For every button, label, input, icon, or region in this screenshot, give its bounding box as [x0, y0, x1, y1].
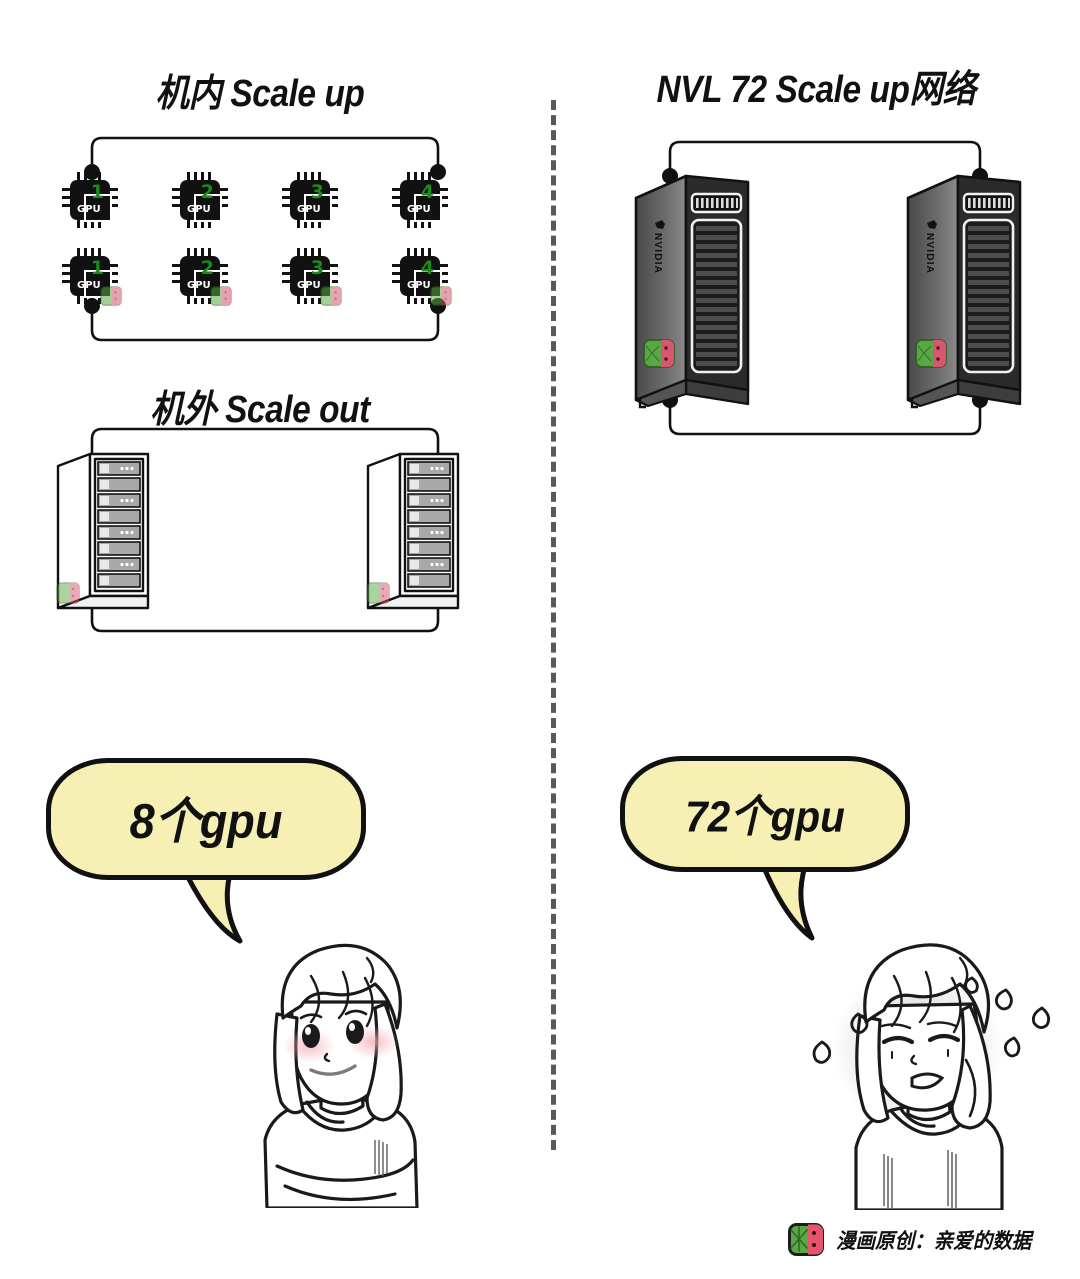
title-nvl72: NVL 72 Scale up网络 [656, 69, 976, 111]
speech-bubble-text: 8个gpu [129, 795, 283, 850]
gpu-label: GPU [187, 204, 211, 215]
watermelon-icon [643, 339, 675, 368]
gpu-chip[interactable]: 4 GPU [392, 172, 448, 228]
gpu-label: GPU [187, 280, 211, 291]
character-confident [263, 943, 419, 1208]
watermelon-icon [915, 339, 947, 368]
watermelon-icon [100, 286, 122, 306]
sweat-drop [1003, 1036, 1021, 1058]
sweat-drop [995, 988, 1013, 1011]
gpu-number: 4 [420, 257, 434, 279]
nvidia-logo: NVIDIA [652, 220, 665, 274]
server-rack[interactable] [48, 448, 158, 623]
gpu-chip[interactable]: 2 GPU [172, 248, 232, 306]
nvidia-logo: NVIDIA [924, 220, 937, 274]
gpu-label: GPU [77, 204, 101, 215]
gpu-number: 3 [310, 257, 324, 279]
gpu-number: 1 [90, 181, 104, 203]
gpu-chip[interactable]: 2 GPU [172, 172, 228, 228]
gpu-chip[interactable]: 3 GPU [282, 172, 338, 228]
watermelon-icon [210, 286, 232, 306]
nvidia-brand-text: NVIDIA [652, 233, 663, 274]
gpu-number: 2 [200, 257, 214, 279]
nvidia-brand-text: NVIDIA [924, 233, 935, 274]
gpu-chip[interactable]: 1 GPU [62, 172, 118, 228]
gpu-chip[interactable]: 1 GPU [62, 248, 122, 306]
gpu-number: 4 [420, 181, 434, 203]
watermelon-icon [366, 582, 390, 604]
watermelon-icon [320, 286, 342, 306]
character-overwhelmed [812, 943, 1051, 1210]
speech-bubble-text: 72个gpu [685, 792, 845, 842]
column-divider [551, 100, 556, 1150]
gpu-label: GPU [407, 280, 431, 291]
gpu-chip[interactable]: 3 GPU [282, 248, 342, 306]
gpu-label: GPU [297, 280, 321, 291]
gpu-grid-brackets [84, 136, 446, 342]
sweat-drop [964, 976, 979, 994]
gpu-number: 2 [200, 181, 214, 203]
credit-block: 漫画原创：亲爱的数据 [788, 1223, 1046, 1256]
gpu-label: GPU [407, 204, 431, 215]
gpu-chip[interactable]: 4 GPU [392, 248, 452, 306]
speech-bubble-left: 8个gpu [46, 758, 366, 880]
watermelon-icon [788, 1223, 824, 1256]
watermelon-icon [56, 582, 80, 604]
gpu-number: 3 [310, 181, 324, 203]
title-scale-out: 机外 Scale out [150, 389, 370, 431]
title-scale-up: 机内 Scale up [155, 73, 365, 115]
sweat-drop [812, 1040, 832, 1064]
gpu-label: GPU [297, 204, 321, 215]
gpu-number: 1 [90, 257, 104, 279]
gpu-label: GPU [77, 280, 101, 291]
nvidia-rack[interactable]: NVIDIA [900, 168, 1030, 413]
nvidia-rack[interactable]: NVIDIA [628, 168, 758, 413]
credit-text: 漫画原创：亲爱的数据 [836, 1229, 1032, 1253]
speech-bubble-right: 72个gpu [620, 756, 910, 872]
sweat-drop [850, 1012, 869, 1034]
watermelon-icon [430, 286, 452, 306]
server-rack[interactable] [358, 448, 468, 623]
sweat-drop [1031, 1006, 1051, 1029]
